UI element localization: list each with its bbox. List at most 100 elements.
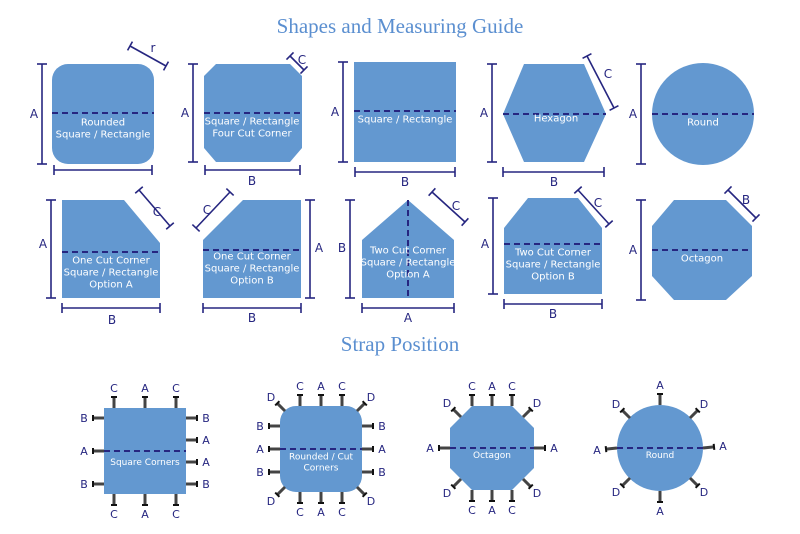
- dimension-label: A: [480, 106, 489, 120]
- shape-name-text: Four Cut Corner: [212, 129, 292, 140]
- strap: [268, 469, 280, 475]
- strap: [339, 394, 345, 406]
- dimension-line: [428, 187, 469, 227]
- strap: [619, 407, 632, 420]
- two-cut-corner-b-shape: [504, 198, 602, 294]
- strap: [450, 477, 463, 490]
- shape-name-text: Rounded / Cut: [289, 453, 353, 463]
- dimension-line: [53, 165, 153, 175]
- dimension-label: B: [742, 193, 750, 207]
- dimension-label: A: [202, 456, 210, 469]
- shape-name-text: Two Cut Corner: [514, 248, 592, 259]
- strap: [362, 423, 374, 429]
- shape-name-text: Square / Rectangle: [361, 258, 456, 269]
- dimension-label: D: [367, 495, 375, 508]
- dimension-line: [354, 167, 456, 177]
- dimension-label: A: [656, 379, 664, 392]
- strap: [142, 396, 148, 408]
- strap: [142, 494, 148, 506]
- dimension-label: C: [594, 196, 602, 210]
- dimension-line: [134, 186, 175, 230]
- strap: [92, 481, 104, 487]
- dimension-label: B: [550, 175, 558, 189]
- dimension-label: B: [202, 412, 210, 425]
- dimension-label: B: [378, 420, 386, 433]
- dimension-line: [37, 63, 47, 165]
- dimension-line: [188, 63, 198, 163]
- strap: [355, 485, 368, 498]
- dimension-label: A: [488, 380, 496, 393]
- dimension-line: [345, 199, 355, 299]
- dimension-label: C: [508, 504, 516, 517]
- dimension-label: A: [256, 443, 264, 456]
- dimension-label: A: [481, 237, 490, 251]
- dimension-label: D: [267, 391, 275, 404]
- shape-name-text: Option A: [386, 270, 430, 281]
- dimension-label: A: [719, 440, 727, 453]
- dimension-line: [338, 61, 348, 163]
- shape-name-text: Option A: [89, 280, 133, 291]
- strap: [186, 459, 198, 465]
- dimension-label: D: [612, 398, 620, 411]
- strap: [92, 448, 104, 454]
- shape-name-text: Square / Rectangle: [358, 115, 453, 126]
- shape-name-text: Square Corners: [110, 458, 180, 468]
- dimension-line: [502, 167, 605, 177]
- dimension-label: A: [656, 505, 664, 518]
- dimension-label: A: [39, 237, 48, 251]
- dimension-label: A: [629, 107, 638, 121]
- dimension-label: C: [338, 380, 346, 393]
- dimension-label: C: [172, 382, 180, 395]
- dimension-label: A: [30, 107, 39, 121]
- dimension-label: D: [443, 487, 451, 500]
- strap: [489, 490, 495, 502]
- strap: [534, 445, 546, 451]
- strap: [619, 476, 632, 489]
- dimension-label: C: [172, 508, 180, 521]
- dimension-line: [204, 165, 301, 175]
- dimension-label: C: [296, 380, 304, 393]
- dimension-label: C: [298, 53, 306, 67]
- dimension-label: A: [80, 445, 88, 458]
- dimension-label: B: [256, 466, 264, 479]
- dimension-line: [723, 185, 761, 223]
- strap: [297, 492, 303, 504]
- dimension-label: C: [468, 380, 476, 393]
- strap: [657, 393, 663, 405]
- shape-name-text: Option B: [230, 276, 274, 287]
- dimension-line: [61, 303, 161, 313]
- dimension-label: B: [248, 174, 256, 188]
- dimension-label: A: [331, 105, 340, 119]
- dimension-label: B: [549, 307, 557, 321]
- dimension-label: D: [700, 398, 708, 411]
- dimension-label: D: [612, 486, 620, 499]
- shape-round: Round A: [629, 63, 754, 165]
- shape-name-text: Octagon: [473, 451, 511, 461]
- dimension-label: B: [202, 478, 210, 491]
- strap: [509, 394, 515, 406]
- dimension-label: C: [203, 203, 211, 217]
- dimension-label: A: [404, 311, 413, 325]
- shape-name-text: One Cut Corner: [213, 252, 291, 263]
- dimension-line: [285, 51, 309, 75]
- one-cut-corner-a-shape: [62, 200, 160, 298]
- shape-name-text: Round: [687, 118, 719, 129]
- dimension-line: [126, 41, 170, 71]
- strap: [362, 469, 374, 475]
- strap: [92, 415, 104, 421]
- shape-name-text: One Cut Corner: [72, 256, 150, 267]
- strap: [186, 481, 198, 487]
- strap: [339, 492, 345, 504]
- two-cut-corner-a-shape: [362, 200, 454, 298]
- page-title: Shapes and Measuring Guide: [276, 14, 524, 38]
- dimension-line: [503, 299, 603, 309]
- strap: [450, 406, 463, 419]
